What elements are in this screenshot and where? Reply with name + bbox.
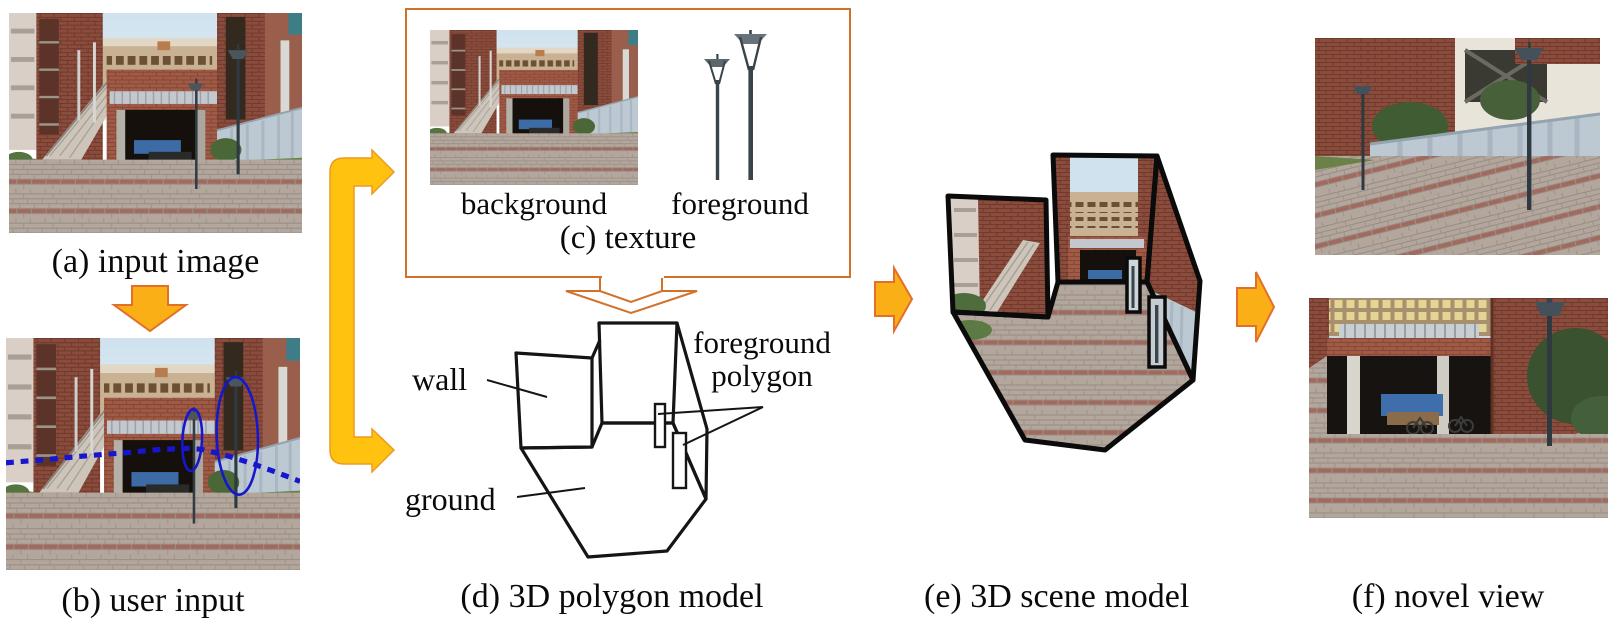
foreground-polygon-leader-lines bbox=[657, 406, 764, 446]
foreground-texture-lamps bbox=[704, 30, 767, 180]
novel-view-photo-bottom bbox=[1309, 298, 1608, 518]
caption-c: (c) texture bbox=[559, 220, 697, 256]
caption-d: (d) 3D polygon model bbox=[460, 578, 764, 615]
foreground-polygon-rect bbox=[671, 431, 688, 490]
polygon-model-wireframe bbox=[486, 321, 764, 559]
wall-polygon bbox=[514, 351, 594, 450]
scene-model bbox=[945, 152, 1203, 453]
paved-ground bbox=[9, 159, 302, 233]
foreground-label: foreground bbox=[671, 186, 809, 221]
foreground-lasso-large bbox=[215, 375, 260, 497]
caption-e: (e) 3D scene model bbox=[924, 578, 1190, 615]
back-wall-texture bbox=[1053, 155, 1157, 282]
wall-label: wall bbox=[412, 361, 468, 397]
paved-ground bbox=[6, 492, 300, 570]
wall-leader-line bbox=[486, 379, 548, 398]
input-image-photo bbox=[9, 13, 302, 233]
flow-bracket-arrow-icon bbox=[329, 148, 396, 474]
lamp-post-icon bbox=[187, 44, 249, 189]
center-porch bbox=[106, 69, 219, 164]
ground-polygon bbox=[519, 421, 708, 559]
caption-b: (b) user input bbox=[61, 582, 245, 619]
caption-a: (a) input image bbox=[51, 243, 260, 280]
texture-box-border-left-segment bbox=[407, 276, 602, 278]
foreground-lasso-small bbox=[181, 407, 204, 473]
ground-label: ground bbox=[405, 481, 496, 517]
ground-leader-line bbox=[516, 487, 586, 498]
caption-f: (f) novel view bbox=[1351, 578, 1545, 615]
lamp-post-icon bbox=[1353, 42, 1543, 210]
ground-outline bbox=[950, 279, 1196, 453]
novel-view-photo-top bbox=[1315, 38, 1600, 255]
texture-box bbox=[405, 8, 851, 278]
flow-arrow-down-icon bbox=[110, 285, 190, 333]
foreground-billboards bbox=[1125, 256, 1167, 369]
user-annotations bbox=[6, 375, 300, 497]
flow-arrow-right-icon bbox=[1236, 271, 1276, 343]
left-buildings bbox=[9, 13, 103, 162]
lamp-post-icon bbox=[734, 30, 767, 180]
background-label: background bbox=[460, 186, 608, 221]
left-wall-texture bbox=[948, 196, 1048, 317]
user-input-photo bbox=[6, 338, 300, 570]
texture-to-model-arrow-icon bbox=[565, 278, 698, 315]
texture-box-border-right-segment bbox=[664, 276, 851, 278]
left-buildings bbox=[6, 338, 101, 495]
background-texture-photo bbox=[430, 30, 638, 185]
foreground-polygon-label: foreground polygon bbox=[693, 325, 831, 393]
lamp-post-icon bbox=[704, 54, 730, 180]
foreground-polygon-rect bbox=[653, 402, 667, 449]
ground-boundary-stroke bbox=[6, 445, 300, 484]
lamp-post-icon bbox=[1535, 298, 1565, 446]
flow-arrow-right-icon bbox=[874, 264, 914, 335]
